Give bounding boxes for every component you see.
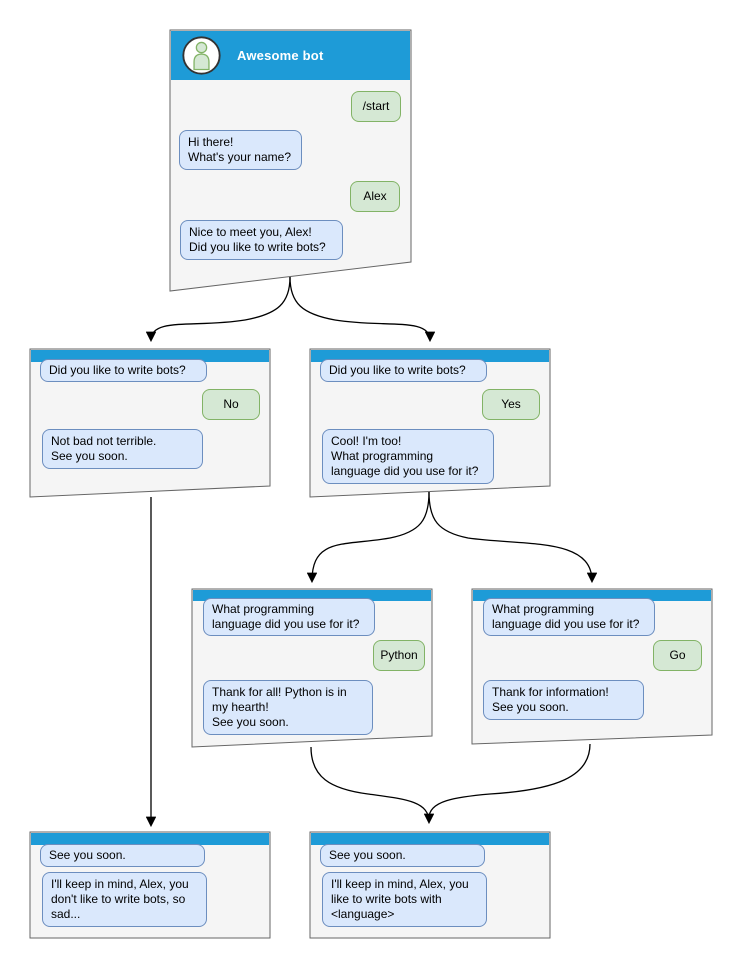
user-bubble-python: Python (373, 640, 425, 671)
bot-avatar-icon (182, 36, 221, 75)
user-bubble-yes: Yes (482, 389, 540, 420)
connector-root-to-yes (289, 276, 436, 343)
connector-root-to-no (145, 276, 291, 343)
bot-bubble-yes-reply: Cool! I'm too! What programming language… (322, 429, 494, 484)
user-bubble-go: Go (653, 640, 702, 671)
end-yes-titlebar (311, 833, 549, 845)
branch-python-titlebar (193, 590, 431, 601)
bot-bubble-python-reply: Thank for all! Python is in my hearth! S… (203, 680, 373, 735)
end-no-titlebar (31, 833, 269, 845)
user-bubble-no: No (202, 389, 260, 420)
connector-yes-to-go (428, 491, 598, 584)
bot-bubble-no-reply: Not bad not terrible. See you soon. (42, 429, 203, 469)
bot-bubble-question-repeat: Did you like to write bots? (320, 359, 487, 382)
bot-bubble-see-you: See you soon. (40, 844, 205, 867)
bot-bubble-greeting: Hi there! What's your name? (179, 130, 302, 170)
bot-bubble-end-yes-reply: I'll keep in mind, Alex, you like to wri… (322, 872, 487, 927)
bot-bubble-question-repeat: Did you like to write bots? (40, 359, 207, 382)
bot-bubble-question: Nice to meet you, Alex! Did you like to … (180, 220, 343, 260)
connector-python-to-end (310, 746, 435, 825)
bot-bubble-go-reply: Thank for information! See you soon. (483, 680, 644, 720)
bot-bubble-lang-question: What programming language did you use fo… (203, 598, 375, 636)
root-window-title: Awesome bot (237, 48, 324, 63)
bot-bubble-end-no-reply: I'll keep in mind, Alex, you don't like … (42, 872, 207, 927)
connector-go-to-end (428, 743, 591, 819)
bot-bubble-lang-question: What programming language did you use fo… (483, 598, 655, 636)
bot-bubble-see-you: See you soon. (320, 844, 485, 867)
branch-go-titlebar (473, 590, 711, 601)
user-bubble-start: /start (351, 91, 401, 122)
user-bubble-name: Alex (350, 181, 400, 212)
root-window-titlebar: Awesome bot (171, 31, 410, 80)
connector-yes-to-python (306, 491, 430, 584)
